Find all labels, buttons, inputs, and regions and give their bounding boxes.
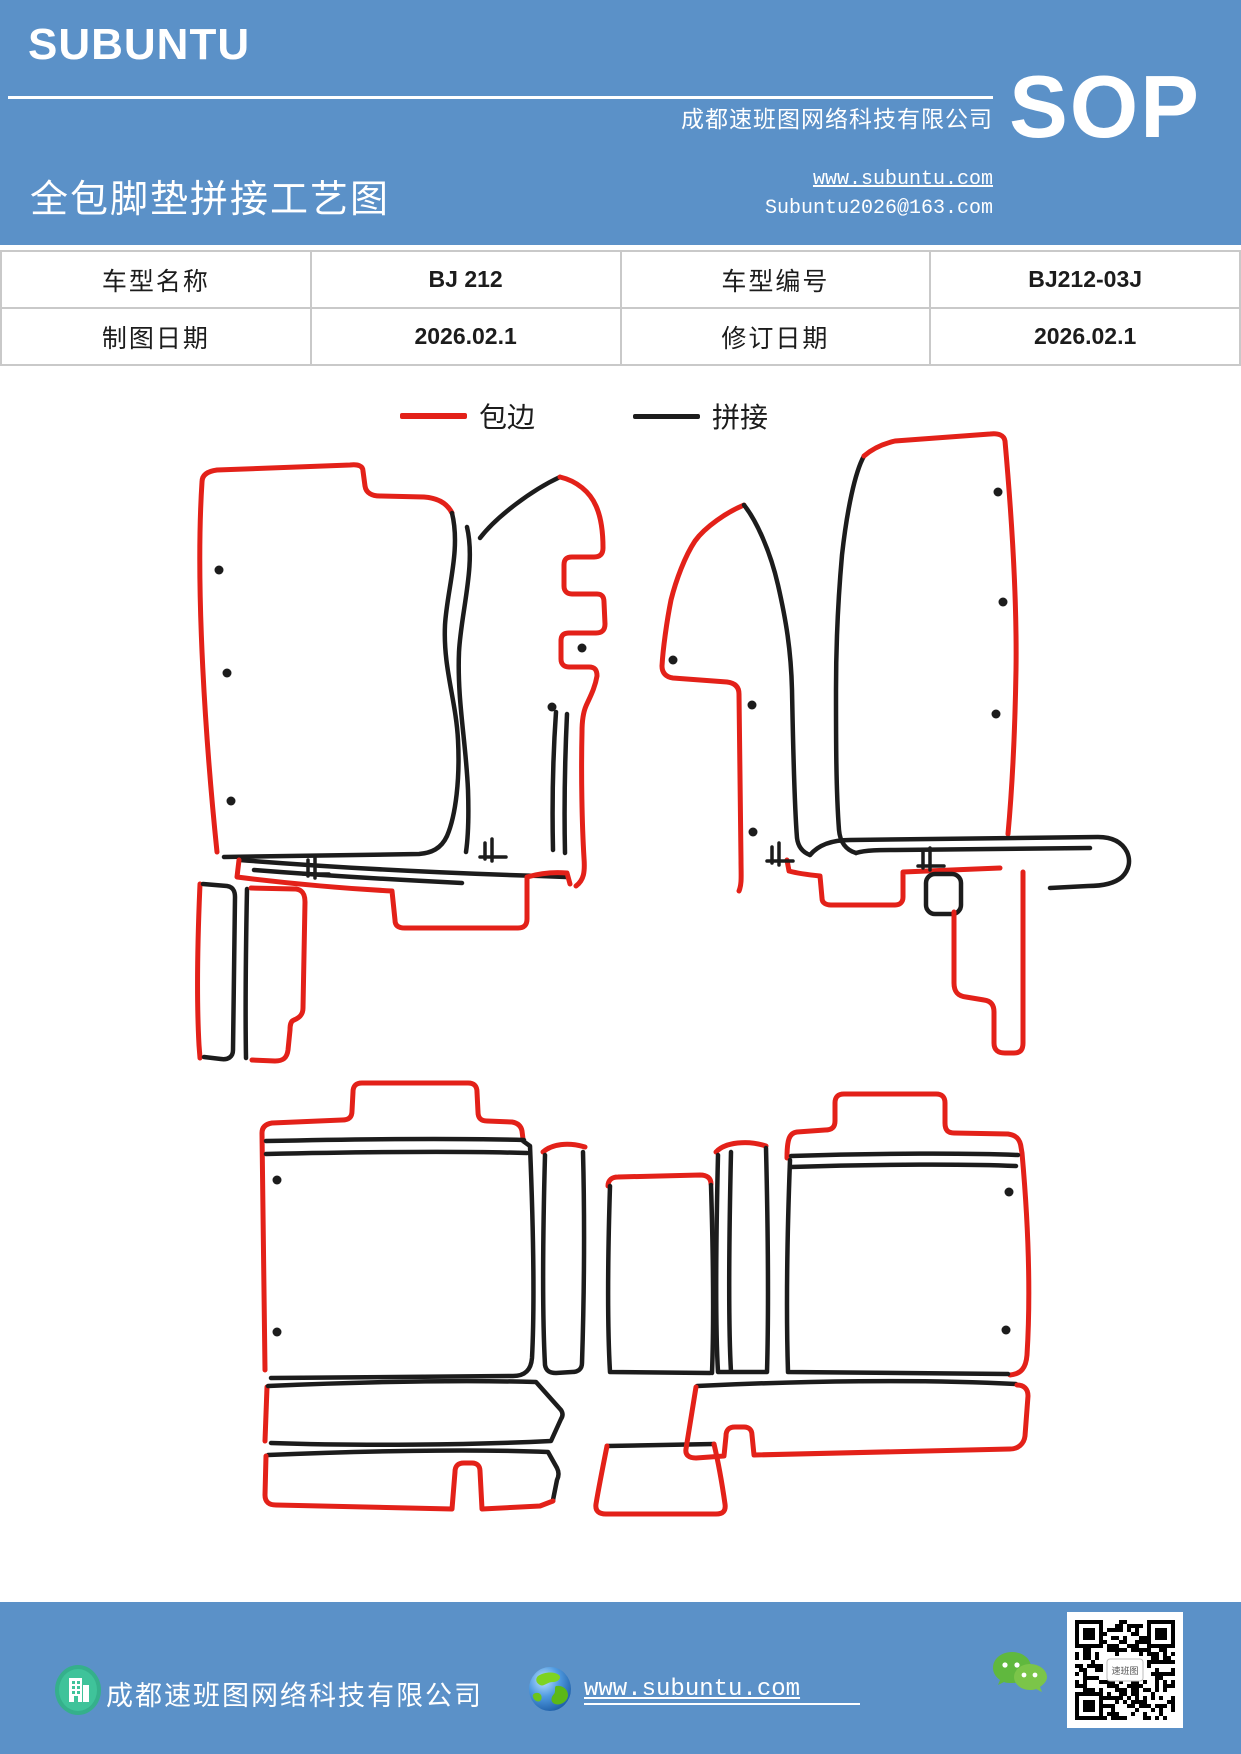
header-band: SUBUNTU 全包脚垫拼接工艺图 成都速班图网络科技有限公司 www.subu… [0,0,1241,245]
legend-splice-label: 拼接 [712,403,769,434]
building-icon [55,1665,101,1715]
company-name: 成都速班图网络科技有限公司 [681,107,993,132]
wechat-icon [993,1652,1047,1692]
globe-icon [529,1667,571,1711]
left-side-strips [194,881,308,1064]
header-contact-block: 成都速班图网络科技有限公司 www.subuntu.com Subuntu202… [433,100,993,220]
revise-date-value: 2026.02.1 [929,307,1241,366]
footer-band: 成都速班图网络科技有限公司 www.subuntu.com 速班图 [0,1602,1241,1754]
front-left-heel-flap [234,857,573,931]
qr-logo-label: 速班图 [1111,1665,1138,1676]
doc-type-label: SOP [1009,57,1201,156]
front-right-mat [833,431,1019,856]
vehicle-info-table: 车型名称 BJ 212 车型编号 BJ212-03J 制图日期 2026.02.… [0,250,1241,366]
seam-stop-marks [301,837,946,880]
legend-binding-label: 包边 [479,403,536,434]
legend: 包边 拼接 [0,396,1241,434]
model-name-value: BJ 212 [309,250,622,309]
email-text: Subuntu2026@163.com [764,197,993,220]
footer-company-name: 成都速班图网络科技有限公司 [106,1681,483,1711]
rear-right-lower-strip [683,1378,1031,1461]
model-name-label: 车型名称 [0,250,312,309]
front-right-tunnel-piece [659,502,813,894]
rear-right-mat [784,1091,1032,1378]
floor-mat-pattern-diagram [194,431,1132,1517]
qr-code: 速班图 [1067,1612,1183,1728]
splice-line-icon [633,413,700,419]
brand-logo: SUBUNTU [28,20,251,69]
table-row: 车型名称 BJ 212 车型编号 BJ212-03J [0,250,1241,309]
footer-website-link[interactable]: www.subuntu.com [584,1676,861,1705]
front-middle-panel [456,474,608,889]
rear-left-mat [259,1080,536,1381]
page-title: 全包脚垫拼接工艺图 [30,179,391,221]
model-code-value: BJ212-03J [929,250,1241,309]
table-row: 制图日期 2026.02.1 修订日期 2026.02.1 [0,307,1241,366]
rear-left-lower-strips [262,1378,565,1512]
rear-center-piece [593,1441,728,1517]
model-code-label: 车型编号 [619,250,932,309]
rear-middle-strips [540,1140,771,1376]
binding-line-icon [400,413,467,419]
revise-date-label: 修订日期 [619,307,932,366]
front-left-mat [197,462,461,860]
front-right-heel-flap [784,834,1132,1056]
legend-item-splice: 拼接 [633,396,768,436]
draw-date-value: 2026.02.1 [309,307,622,366]
draw-date-label: 制图日期 [0,307,312,366]
header-divider [8,96,993,99]
website-link[interactable]: www.subuntu.com [812,168,993,191]
legend-item-binding: 包边 [400,396,535,436]
